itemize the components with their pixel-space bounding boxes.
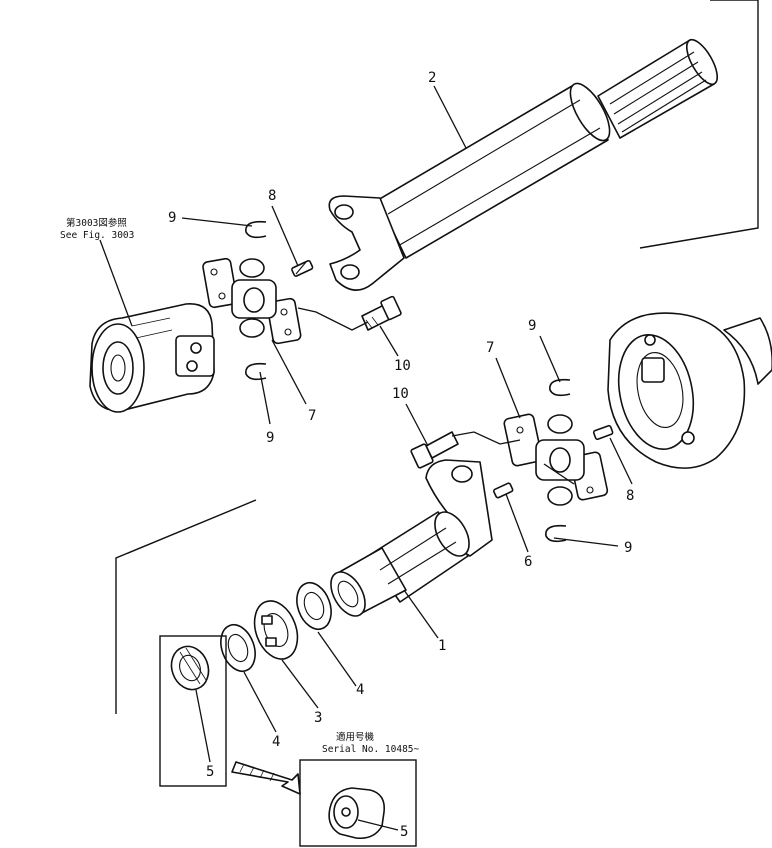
callout-9-upper-b: 9 xyxy=(266,430,274,446)
leader-fig-ref xyxy=(99,239,133,327)
callout-7-lower: 7 xyxy=(486,340,494,356)
callout-5-box: 5 xyxy=(400,824,408,840)
callout-6: 6 xyxy=(524,554,532,570)
leader-1 xyxy=(403,589,439,639)
leader-3 xyxy=(281,659,319,709)
callout-8-lower: 8 xyxy=(626,488,634,504)
universal-joint-lower-7 xyxy=(503,413,609,506)
snap-ring-upper-a xyxy=(245,220,267,239)
bearing-cup-5-b xyxy=(328,787,386,840)
slip-yoke-part-1 xyxy=(330,459,493,617)
callout-10-lower: 10 xyxy=(392,386,409,402)
serial-note-jp: 適用号機 xyxy=(336,731,375,743)
callout-1: 1 xyxy=(438,638,446,654)
grease-fitting-lower-8 xyxy=(592,424,614,441)
leader-4-upper xyxy=(317,631,357,687)
seal-ring-4-upper xyxy=(296,581,332,631)
callout-9-lower-a: 9 xyxy=(528,318,536,334)
leader-10-joint-upper xyxy=(297,307,369,331)
callout-3: 3 xyxy=(314,710,322,726)
needle-bearing-5-a xyxy=(170,645,210,691)
leader-9-lower-a xyxy=(539,335,561,383)
shaft-part-2 xyxy=(328,38,719,291)
housing-hub xyxy=(723,317,772,385)
lower-section-line xyxy=(115,499,257,714)
replacement-arrow xyxy=(231,761,301,795)
serial-range-box xyxy=(299,759,417,847)
fig-ref-note-en: See Fig. 3003 xyxy=(60,230,134,241)
seal-housing-3 xyxy=(253,600,299,660)
snap-ring-lower-a xyxy=(549,378,571,397)
leader-5-left xyxy=(195,689,211,763)
snap-ring-upper-b xyxy=(245,362,267,381)
grease-fitting-6 xyxy=(493,482,514,499)
serial-note-en: Serial No. 10485~ xyxy=(322,744,420,755)
leader-7-upper xyxy=(271,339,307,405)
bolt-upper-10 xyxy=(361,295,402,331)
leader-8-lower xyxy=(609,437,633,485)
bolt-lower-10 xyxy=(410,431,459,469)
callout-2: 2 xyxy=(428,70,436,86)
callout-7-upper: 7 xyxy=(308,408,316,424)
joint-bearing-cap-left xyxy=(503,413,543,467)
leader-9-upper-a xyxy=(181,217,253,227)
joint-cup-bottom xyxy=(239,318,265,338)
leader-8-upper xyxy=(271,205,299,267)
universal-joint-upper-7 xyxy=(202,257,302,345)
joint-cup-bottom xyxy=(547,486,573,506)
seal-ring-4-lower xyxy=(220,623,256,673)
leader-10-joint-lower xyxy=(451,431,521,445)
upper-section-line xyxy=(639,0,759,249)
leader-9-lower-b xyxy=(553,537,619,547)
flange-ref-fig-3003 xyxy=(89,303,215,413)
callout-10-upper: 10 xyxy=(394,358,411,374)
leader-5-box xyxy=(357,819,399,831)
callout-4-upper: 4 xyxy=(356,682,364,698)
leader-9-upper-b xyxy=(259,371,271,425)
callout-8-upper: 8 xyxy=(268,188,276,204)
slip-yoke-ears xyxy=(425,459,493,557)
joint-cup-top xyxy=(547,414,573,434)
callout-4-lower: 4 xyxy=(272,734,280,750)
leader-7-lower xyxy=(495,357,521,419)
leader-10-lower xyxy=(405,403,429,447)
snap-ring-lower-b xyxy=(545,524,567,543)
grease-fitting-upper-8 xyxy=(291,260,314,277)
callout-5-left: 5 xyxy=(206,764,214,780)
leader-2 xyxy=(433,85,467,149)
shaft-tube xyxy=(377,85,609,259)
fig-ref-note-jp: 第3003図参照 xyxy=(66,217,127,229)
bearing-box-left xyxy=(159,635,227,787)
leader-6 xyxy=(505,493,529,553)
callout-9-upper-a: 9 xyxy=(168,210,176,226)
right-flange-housing xyxy=(607,312,772,469)
callout-9-lower-b: 9 xyxy=(624,540,632,556)
shaft-collar xyxy=(569,82,611,142)
joint-cup-top xyxy=(239,258,265,278)
leader-10-upper xyxy=(379,325,399,357)
leader-4-lower xyxy=(243,671,277,733)
housing-face xyxy=(617,333,695,451)
